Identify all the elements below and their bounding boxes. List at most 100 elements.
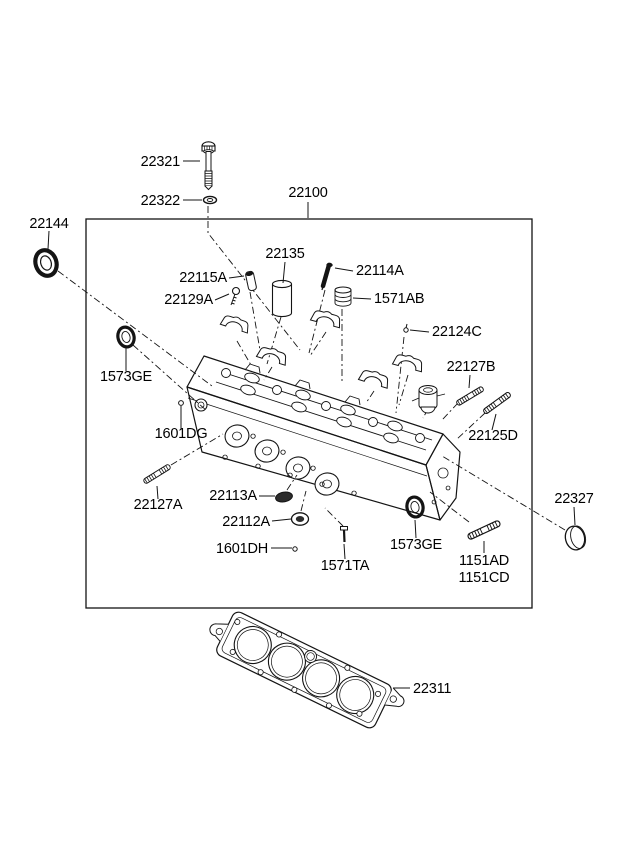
valve-lifter-bores — [240, 372, 403, 444]
part-1601dg-drawing — [178, 400, 184, 406]
part-22322-drawing — [202, 195, 218, 205]
leader-22124c — [409, 329, 430, 333]
part-1573ge-right-drawing — [403, 493, 427, 521]
cam-journals — [221, 368, 425, 443]
assembly-line-1573ge-left — [132, 344, 208, 412]
label-22125d: 22125D — [468, 428, 518, 444]
label-connectors — [47, 160, 576, 689]
leader-1571ta — [343, 543, 346, 560]
label-1601dg: 1601DG — [155, 426, 208, 442]
bore — [271, 645, 303, 678]
intake-ports — [224, 424, 340, 496]
part-1573ge-left-drawing — [114, 323, 138, 351]
port-guide — [322, 479, 332, 489]
bore — [236, 629, 269, 661]
assembly-line-22113a — [286, 474, 298, 491]
label-1601dh: 1601DH — [216, 541, 268, 557]
assembly-line-22135 — [266, 316, 282, 365]
bearing-cap — [309, 307, 344, 329]
bore — [339, 679, 372, 711]
bearing-cap — [357, 366, 392, 389]
hole — [257, 669, 264, 676]
assembly-line-22124c — [395, 336, 405, 414]
part-22135-drawing — [271, 279, 293, 318]
journal — [221, 368, 231, 378]
leader-22115a — [228, 275, 245, 279]
label-1151cd: 1151CD — [459, 570, 510, 586]
part-22114a-drawing — [320, 262, 333, 291]
assembly-line-22127a — [170, 433, 224, 466]
head-gasket-22311-drawing — [209, 611, 405, 729]
part-22127b-drawing — [455, 385, 485, 407]
part-22115a-drawing — [245, 270, 257, 292]
assembly-line-22112a — [300, 490, 307, 512]
hole — [325, 702, 332, 709]
label-22135: 22135 — [265, 246, 304, 262]
part-1571ta-drawing — [340, 526, 348, 543]
label-22100: 22100 — [288, 185, 327, 201]
leader-22327 — [573, 506, 576, 526]
part-22124c-drawing — [403, 323, 409, 333]
leader-1573ge-right — [414, 519, 417, 539]
assembly-line-cap-d — [398, 374, 409, 406]
port-guide — [293, 463, 303, 473]
label-22127b: 22127B — [447, 359, 496, 375]
bearing-cap — [391, 351, 426, 373]
hole — [276, 631, 283, 638]
leader-22135 — [282, 261, 286, 284]
right-end-details — [431, 467, 451, 505]
label-22144: 22144 — [29, 216, 68, 232]
label-1573ge-right: 1573GE — [390, 537, 443, 553]
label-22112a: 22112A — [222, 514, 270, 530]
assembly-line-cap-a — [263, 366, 273, 381]
head-right-face — [425, 433, 461, 521]
cylinder-head-drawing — [186, 355, 461, 521]
label-22115a: 22115A — [179, 270, 227, 286]
leader-22114a — [334, 267, 354, 272]
gasket-bolt-holes — [229, 618, 382, 717]
part-1151ad-1151cd-drawing — [466, 519, 502, 541]
part-22112a-drawing — [290, 512, 310, 526]
bearing-cap — [255, 343, 290, 366]
label-22327: 22327 — [554, 491, 593, 507]
label-22129a: 22129A — [164, 292, 213, 308]
assembly-line-22144 — [57, 270, 213, 387]
assembly-line-22127b — [441, 402, 459, 421]
part-22127a-drawing — [142, 463, 172, 485]
bore — [340, 404, 356, 416]
label-22127a: 22127A — [134, 497, 183, 513]
bore — [387, 420, 403, 432]
hole — [344, 664, 351, 671]
front-cam-cap-tower — [411, 385, 446, 414]
journal — [272, 385, 282, 395]
bore — [305, 662, 337, 695]
leader-22125d — [491, 413, 497, 431]
assembly-line-cap-c — [365, 390, 375, 404]
front-bolt-holes — [222, 433, 357, 496]
assembly-line-1151ad — [429, 491, 470, 523]
part-22125d-drawing — [482, 391, 512, 415]
assembly-line-1571ta — [324, 507, 344, 527]
bore — [295, 389, 311, 401]
label-22322: 22322 — [141, 193, 180, 209]
label-22113a: 22113A — [209, 488, 257, 504]
label-22114a: 22114A — [356, 263, 404, 279]
hole — [234, 618, 241, 625]
hole — [291, 686, 298, 693]
hole — [356, 710, 363, 717]
part-22327-drawing — [564, 525, 587, 551]
assembly-line-22327 — [441, 455, 566, 531]
leader-1571ab — [352, 297, 372, 300]
part-labels: 22321 22322 22100 22144 22135 22115A 221… — [29, 154, 594, 697]
hole — [375, 690, 382, 697]
leader-22112a — [271, 518, 292, 522]
part-22129a-drawing — [219, 286, 252, 334]
gasket-bores — [233, 625, 375, 715]
assembly-line-cap-b — [309, 331, 327, 357]
parts-group-box — [85, 218, 533, 609]
bore — [383, 432, 399, 444]
journal — [415, 433, 425, 443]
leader-22127b — [468, 374, 471, 389]
